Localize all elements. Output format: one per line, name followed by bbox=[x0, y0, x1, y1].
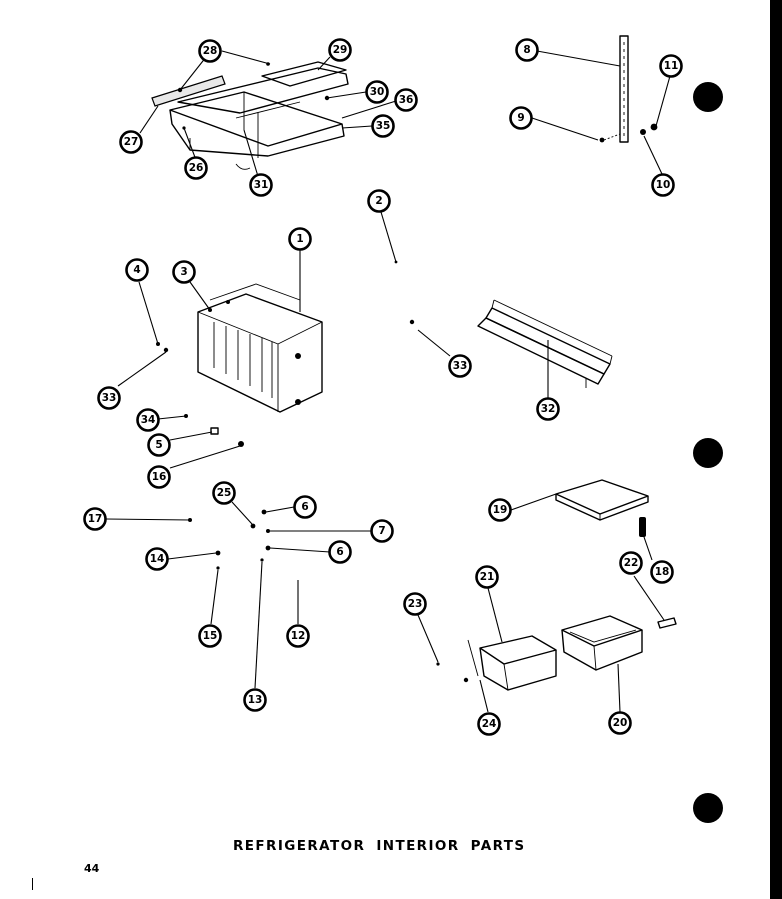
callout-23: 23 bbox=[403, 592, 427, 616]
callout-1: 1 bbox=[288, 227, 312, 251]
svg-text:17: 17 bbox=[88, 513, 103, 525]
callout-33: 33 bbox=[97, 386, 121, 410]
callout-26: 26 bbox=[184, 156, 208, 180]
callout-21: 21 bbox=[475, 565, 499, 589]
callout-29: 29 bbox=[328, 38, 352, 62]
binder-hole bbox=[693, 438, 723, 468]
binder-holes bbox=[693, 82, 723, 823]
svg-text:35: 35 bbox=[376, 120, 391, 132]
callout-35: 35 bbox=[371, 114, 395, 138]
callout-33: 33 bbox=[448, 354, 472, 378]
svg-text:20: 20 bbox=[613, 717, 628, 729]
callout-8: 8 bbox=[515, 38, 539, 62]
rail bbox=[477, 299, 613, 388]
callout-9: 9 bbox=[509, 106, 533, 130]
svg-text:3: 3 bbox=[180, 266, 187, 278]
svg-text:33: 33 bbox=[102, 392, 117, 404]
callout-31: 31 bbox=[249, 173, 273, 197]
svg-text:6: 6 bbox=[336, 546, 343, 558]
margin-tick bbox=[32, 878, 33, 890]
svg-text:9: 9 bbox=[517, 112, 524, 124]
callout-36: 36 bbox=[394, 88, 418, 112]
svg-text:25: 25 bbox=[217, 487, 232, 499]
callout-18: 18 bbox=[650, 560, 674, 584]
callout-20: 20 bbox=[608, 711, 632, 735]
svg-text:27: 27 bbox=[124, 136, 139, 148]
callout-7: 7 bbox=[370, 519, 394, 543]
svg-text:8: 8 bbox=[523, 44, 530, 56]
callout-3: 3 bbox=[172, 260, 196, 284]
crisper-cover-assembly bbox=[151, 61, 349, 170]
svg-text:19: 19 bbox=[493, 504, 508, 516]
svg-text:26: 26 bbox=[189, 162, 204, 174]
svg-text:32: 32 bbox=[541, 403, 556, 415]
callout-4: 4 bbox=[125, 258, 149, 282]
callouts: 28 29 30 36 35 27 26 31 8 11 9 10 2 1 4 … bbox=[83, 38, 683, 736]
svg-text:24: 24 bbox=[482, 718, 497, 730]
svg-text:21: 21 bbox=[480, 571, 495, 583]
binder-hole bbox=[693, 793, 723, 823]
shelf-standard bbox=[599, 35, 658, 143]
callout-17: 17 bbox=[83, 507, 107, 531]
callout-11: 11 bbox=[659, 54, 683, 78]
svg-text:33: 33 bbox=[453, 360, 468, 372]
small-hardware-left bbox=[156, 260, 415, 447]
svg-text:22: 22 bbox=[624, 557, 639, 569]
svg-text:2: 2 bbox=[375, 195, 382, 207]
callout-34: 34 bbox=[136, 408, 160, 432]
callout-24: 24 bbox=[477, 712, 501, 736]
page-edge-bar bbox=[770, 0, 782, 899]
svg-text:7: 7 bbox=[378, 525, 385, 537]
callout-2: 2 bbox=[367, 189, 391, 213]
leader-lines bbox=[105, 50, 671, 713]
svg-text:29: 29 bbox=[333, 44, 348, 56]
svg-text:13: 13 bbox=[248, 694, 263, 706]
svg-text:28: 28 bbox=[203, 45, 218, 57]
svg-text:23: 23 bbox=[408, 598, 423, 610]
callout-14: 14 bbox=[145, 547, 169, 571]
callout-27: 27 bbox=[119, 130, 143, 154]
callout-6: 6 bbox=[293, 495, 317, 519]
drawer-front bbox=[436, 635, 557, 691]
svg-text:16: 16 bbox=[152, 471, 167, 483]
svg-text:1: 1 bbox=[296, 233, 303, 245]
svg-text:36: 36 bbox=[399, 94, 414, 106]
crisper-pan bbox=[561, 615, 643, 671]
callout-6: 6 bbox=[328, 540, 352, 564]
callout-25: 25 bbox=[212, 481, 236, 505]
svg-text:18: 18 bbox=[655, 566, 670, 578]
svg-text:15: 15 bbox=[203, 630, 218, 642]
callout-22: 22 bbox=[619, 551, 643, 575]
callout-32: 32 bbox=[536, 397, 560, 421]
shelf bbox=[555, 479, 649, 537]
binder-hole bbox=[693, 82, 723, 112]
page-number: 44 bbox=[84, 862, 100, 875]
callout-13: 13 bbox=[243, 688, 267, 712]
svg-text:4: 4 bbox=[133, 264, 140, 276]
svg-text:5: 5 bbox=[155, 439, 162, 451]
small-hardware-middle bbox=[188, 509, 271, 570]
callout-19: 19 bbox=[488, 498, 512, 522]
svg-text:12: 12 bbox=[291, 630, 306, 642]
svg-text:11: 11 bbox=[664, 60, 679, 72]
callout-15: 15 bbox=[198, 624, 222, 648]
svg-text:34: 34 bbox=[141, 414, 156, 426]
diagram-caption: REFRIGERATOR INTERIOR PARTS bbox=[233, 838, 526, 854]
svg-text:10: 10 bbox=[656, 179, 671, 191]
callout-10: 10 bbox=[651, 173, 675, 197]
evaporator-cover bbox=[197, 283, 323, 413]
svg-text:14: 14 bbox=[150, 553, 165, 565]
callout-12: 12 bbox=[286, 624, 310, 648]
callout-30: 30 bbox=[365, 80, 389, 104]
callout-5: 5 bbox=[147, 433, 171, 457]
svg-text:30: 30 bbox=[370, 86, 385, 98]
callout-28: 28 bbox=[198, 39, 222, 63]
svg-text:6: 6 bbox=[301, 501, 308, 513]
svg-text:31: 31 bbox=[254, 179, 269, 191]
pin bbox=[657, 617, 677, 629]
part-drawings bbox=[151, 35, 677, 691]
callout-16: 16 bbox=[147, 465, 171, 489]
